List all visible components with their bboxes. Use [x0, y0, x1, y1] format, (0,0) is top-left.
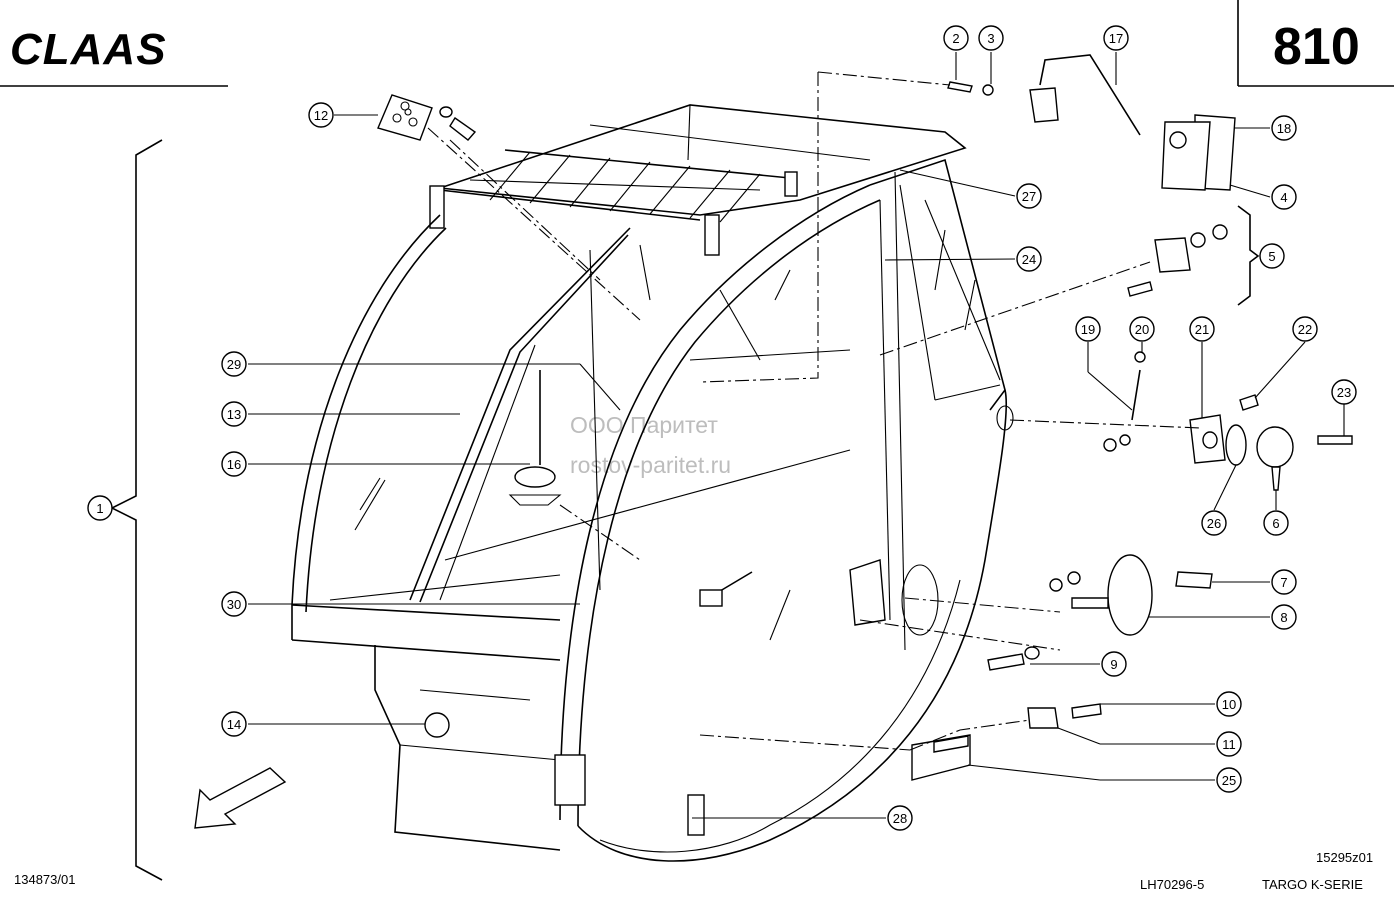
svg-text:21: 21 — [1195, 322, 1209, 337]
svg-text:14: 14 — [227, 717, 241, 732]
callout-16: 16 — [221, 451, 247, 477]
svg-text:28: 28 — [893, 811, 907, 826]
callout-3: 3 — [978, 25, 1004, 51]
svg-text:4: 4 — [1280, 190, 1287, 205]
leader-lines — [248, 52, 1345, 819]
svg-text:25: 25 — [1222, 773, 1236, 788]
assembly-lines — [427, 71, 1201, 751]
callout-20: 20 — [1129, 316, 1155, 342]
svg-text:18: 18 — [1277, 121, 1291, 136]
drawing-number: 134873/01 — [14, 872, 75, 887]
page-number: 810 — [1273, 18, 1360, 76]
callout-17: 17 — [1103, 25, 1129, 51]
svg-text:6: 6 — [1272, 516, 1279, 531]
svg-text:27: 27 — [1022, 189, 1036, 204]
watermark: ООО Паритет rostov-paritet.ru — [570, 412, 731, 478]
svg-text:5: 5 — [1268, 249, 1275, 264]
callout-21: 21 — [1189, 316, 1215, 342]
svg-text:7: 7 — [1280, 575, 1287, 590]
callout-4: 4 — [1271, 184, 1297, 210]
callout-7: 7 — [1271, 569, 1297, 595]
svg-text:19: 19 — [1081, 322, 1095, 337]
callout-11: 11 — [1216, 731, 1242, 757]
svg-text:17: 17 — [1109, 31, 1123, 46]
callout-28: 28 — [887, 805, 913, 831]
svg-text:30: 30 — [227, 597, 241, 612]
svg-text:1: 1 — [96, 501, 103, 516]
callout-18: 18 — [1271, 115, 1297, 141]
roof-guard — [429, 149, 798, 256]
svg-text:26: 26 — [1207, 516, 1221, 531]
callout-2: 2 — [943, 25, 969, 51]
callout-22: 22 — [1292, 316, 1318, 342]
callouts: 1 2 3 4 5 6 7 8 9 10 11 12 13 14 16 17 1… — [87, 25, 1357, 831]
assembly-brace — [110, 139, 1260, 881]
callout-25: 25 — [1216, 767, 1242, 793]
svg-text:29: 29 — [227, 357, 241, 372]
brand-logo: CLAAS — [10, 25, 167, 74]
direction-arrow-icon — [194, 767, 287, 829]
svg-text:8: 8 — [1280, 610, 1287, 625]
series-name: TARGO K-SERIE — [1262, 877, 1363, 892]
callout-8: 8 — [1271, 604, 1297, 630]
svg-text:12: 12 — [314, 108, 328, 123]
callout-1: 1 — [87, 495, 113, 521]
callout-26: 26 — [1201, 510, 1227, 536]
callout-27: 27 — [1016, 183, 1042, 209]
callout-14: 14 — [221, 711, 247, 737]
svg-text:20: 20 — [1135, 322, 1149, 337]
exploded-parts — [377, 54, 1353, 781]
callout-9: 9 — [1101, 651, 1127, 677]
watermark-url: rostov-paritet.ru — [570, 452, 731, 478]
svg-text:2: 2 — [952, 31, 959, 46]
callout-10: 10 — [1216, 691, 1242, 717]
svg-text:13: 13 — [227, 407, 241, 422]
callout-24: 24 — [1016, 246, 1042, 272]
callout-12: 12 — [308, 102, 334, 128]
callout-13: 13 — [221, 401, 247, 427]
footer: 134873/01 15295z01 LH70296-5 TARGO K-SER… — [14, 850, 1373, 892]
callout-23: 23 — [1331, 379, 1357, 405]
svg-text:9: 9 — [1110, 657, 1117, 672]
catalog-number: LH70296-5 — [1140, 877, 1204, 892]
svg-text:16: 16 — [227, 457, 241, 472]
callout-5: 5 — [1259, 243, 1285, 269]
svg-text:24: 24 — [1022, 252, 1036, 267]
svg-text:23: 23 — [1337, 385, 1351, 400]
svg-text:22: 22 — [1298, 322, 1312, 337]
cab-assembly-drawing — [194, 104, 1014, 862]
title-block: CLAAS 810 — [0, 0, 1394, 87]
watermark-company: ООО Паритет — [570, 412, 718, 438]
svg-text:10: 10 — [1222, 697, 1236, 712]
drawing-code: 15295z01 — [1316, 850, 1373, 865]
callout-19: 19 — [1075, 316, 1101, 342]
svg-text:11: 11 — [1222, 737, 1236, 752]
svg-text:3: 3 — [987, 31, 994, 46]
callout-6: 6 — [1263, 510, 1289, 536]
callout-29: 29 — [221, 351, 247, 377]
callout-30: 30 — [221, 591, 247, 617]
